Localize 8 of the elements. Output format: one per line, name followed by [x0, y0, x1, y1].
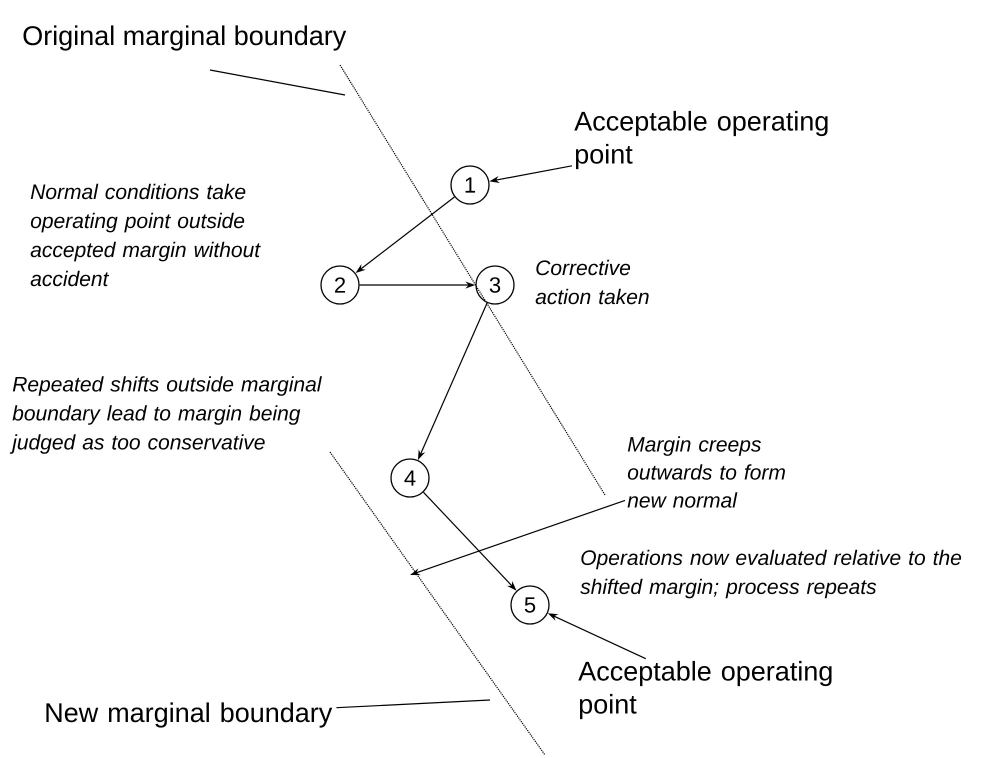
annotation-text: Original marginal boundary — [23, 25, 346, 51]
leader-line — [336, 699, 490, 708]
annotation-text: Acceptable operating point — [574, 110, 828, 170]
note-text: Repeated shifts outside marginal boundary lead to margin being judged as too conservative — [10, 376, 322, 454]
leader-line — [210, 69, 346, 96]
annotation-text: New marginal boundary — [46, 702, 332, 728]
annotation-text: Margin creeps outwards to form new normal — [628, 436, 785, 508]
annotation-text: Acceptable operating point — [578, 660, 832, 720]
